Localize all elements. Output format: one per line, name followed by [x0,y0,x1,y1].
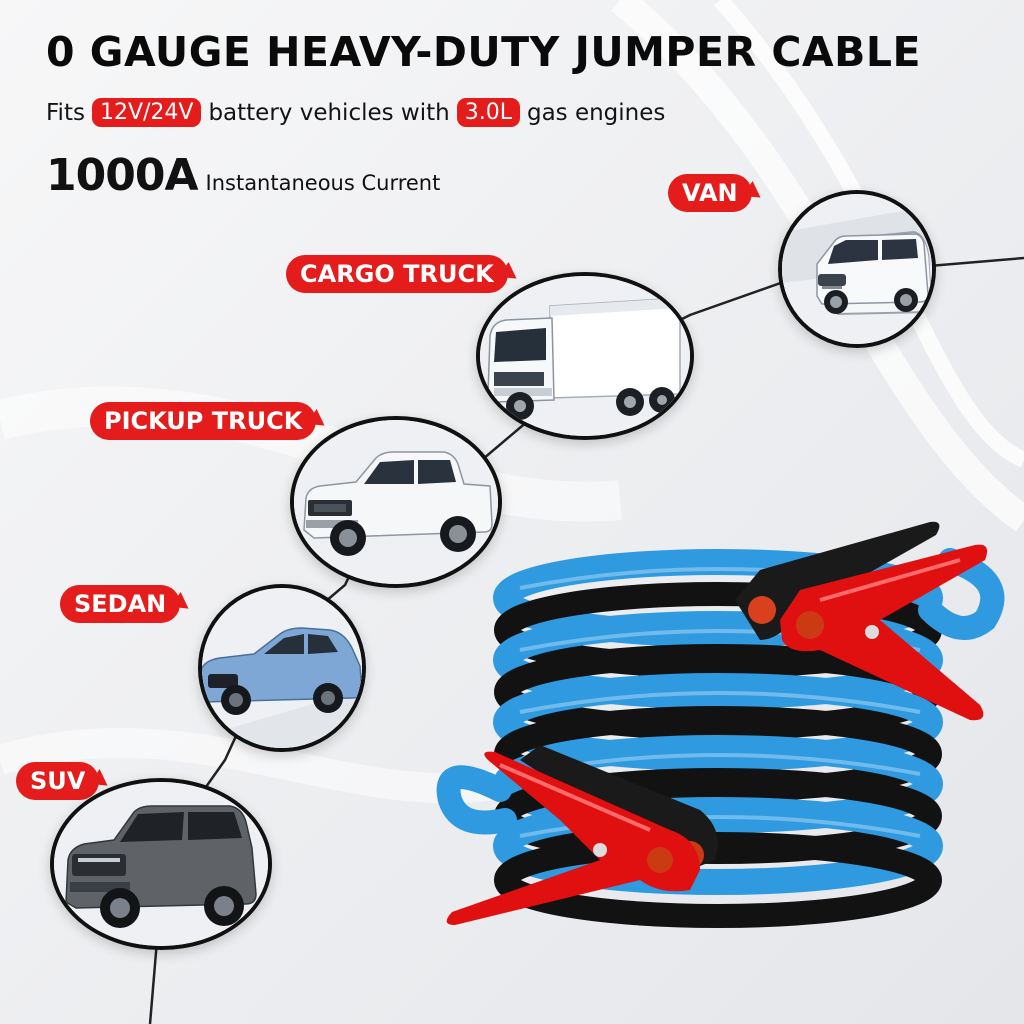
suv-icon [50,778,272,950]
tag-pickup-truck: PICKUP TRUCK [90,402,317,440]
fits-middle: battery vehicles with [208,99,450,126]
current-rating: 1000A Instantaneous Current [46,150,440,201]
sedan-icon [198,584,366,752]
pickup-truck-icon [290,416,502,588]
cargo-truck-icon [476,272,694,440]
page-title: 0 GAUGE HEAVY-DUTY JUMPER CABLE [46,28,922,76]
tag-cargo-truck: CARGO TRUCK [286,255,508,293]
tag-suv: SUV [16,762,100,800]
voltage-badge: 12V/24V [91,98,202,127]
engine-badge: 3.0L [456,98,520,127]
fits-suffix: gas engines [526,99,666,126]
fits-prefix: Fits [46,99,85,126]
tag-sedan: SEDAN [60,585,181,623]
tag-van: VAN [668,174,752,212]
van-icon [778,190,936,348]
fits-line: Fits 12V/24V battery vehicles with 3.0L … [46,98,665,127]
current-value: 1000A [46,150,199,201]
current-label: Instantaneous Current [205,171,441,195]
